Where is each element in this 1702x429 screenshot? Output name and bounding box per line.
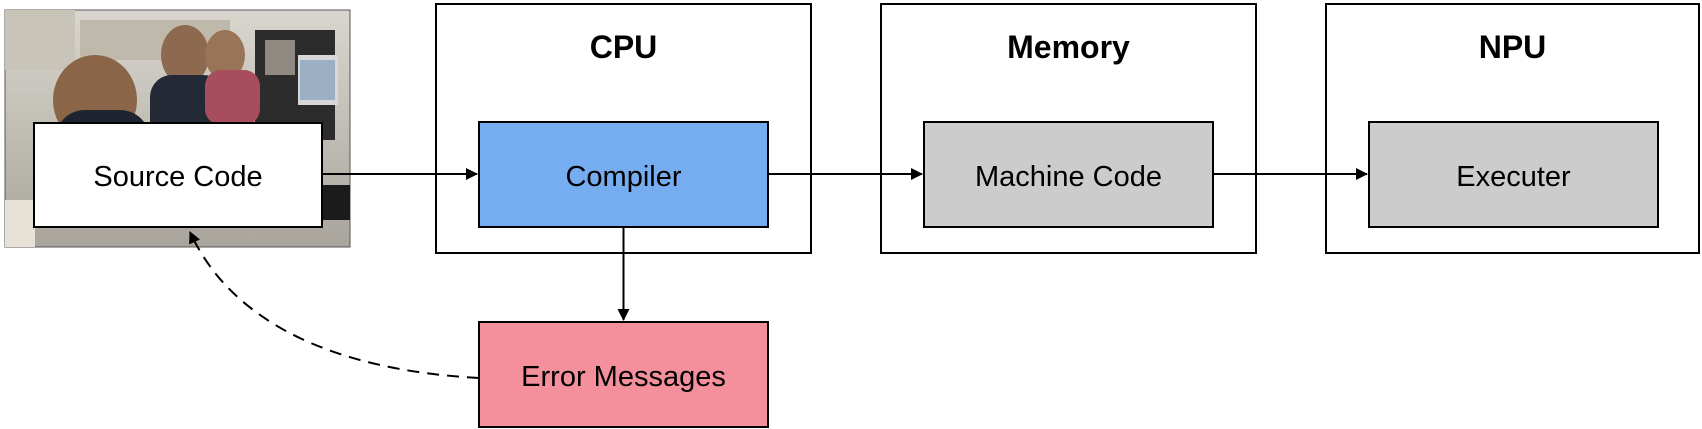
npu-container: NPU — [1325, 3, 1700, 254]
error-messages-label: Error Messages — [521, 361, 726, 393]
memory-title: Memory — [1007, 29, 1130, 65]
npu-title: NPU — [1479, 29, 1547, 65]
memory-container: Memory — [880, 3, 1257, 254]
executer-node: Executer — [1368, 121, 1659, 228]
source-code-node: Source Code — [33, 122, 323, 228]
compiler-node: Compiler — [478, 121, 769, 228]
machine-code-label: Machine Code — [975, 161, 1162, 193]
error-messages-node: Error Messages — [478, 321, 769, 428]
source-code-label: Source Code — [93, 161, 262, 193]
cpu-title: CPU — [590, 29, 658, 65]
machine-code-node: Machine Code — [923, 121, 1214, 228]
executer-label: Executer — [1456, 161, 1571, 193]
dashed-arrow-error-to-source — [189, 231, 480, 379]
compiler-label: Compiler — [565, 161, 681, 193]
